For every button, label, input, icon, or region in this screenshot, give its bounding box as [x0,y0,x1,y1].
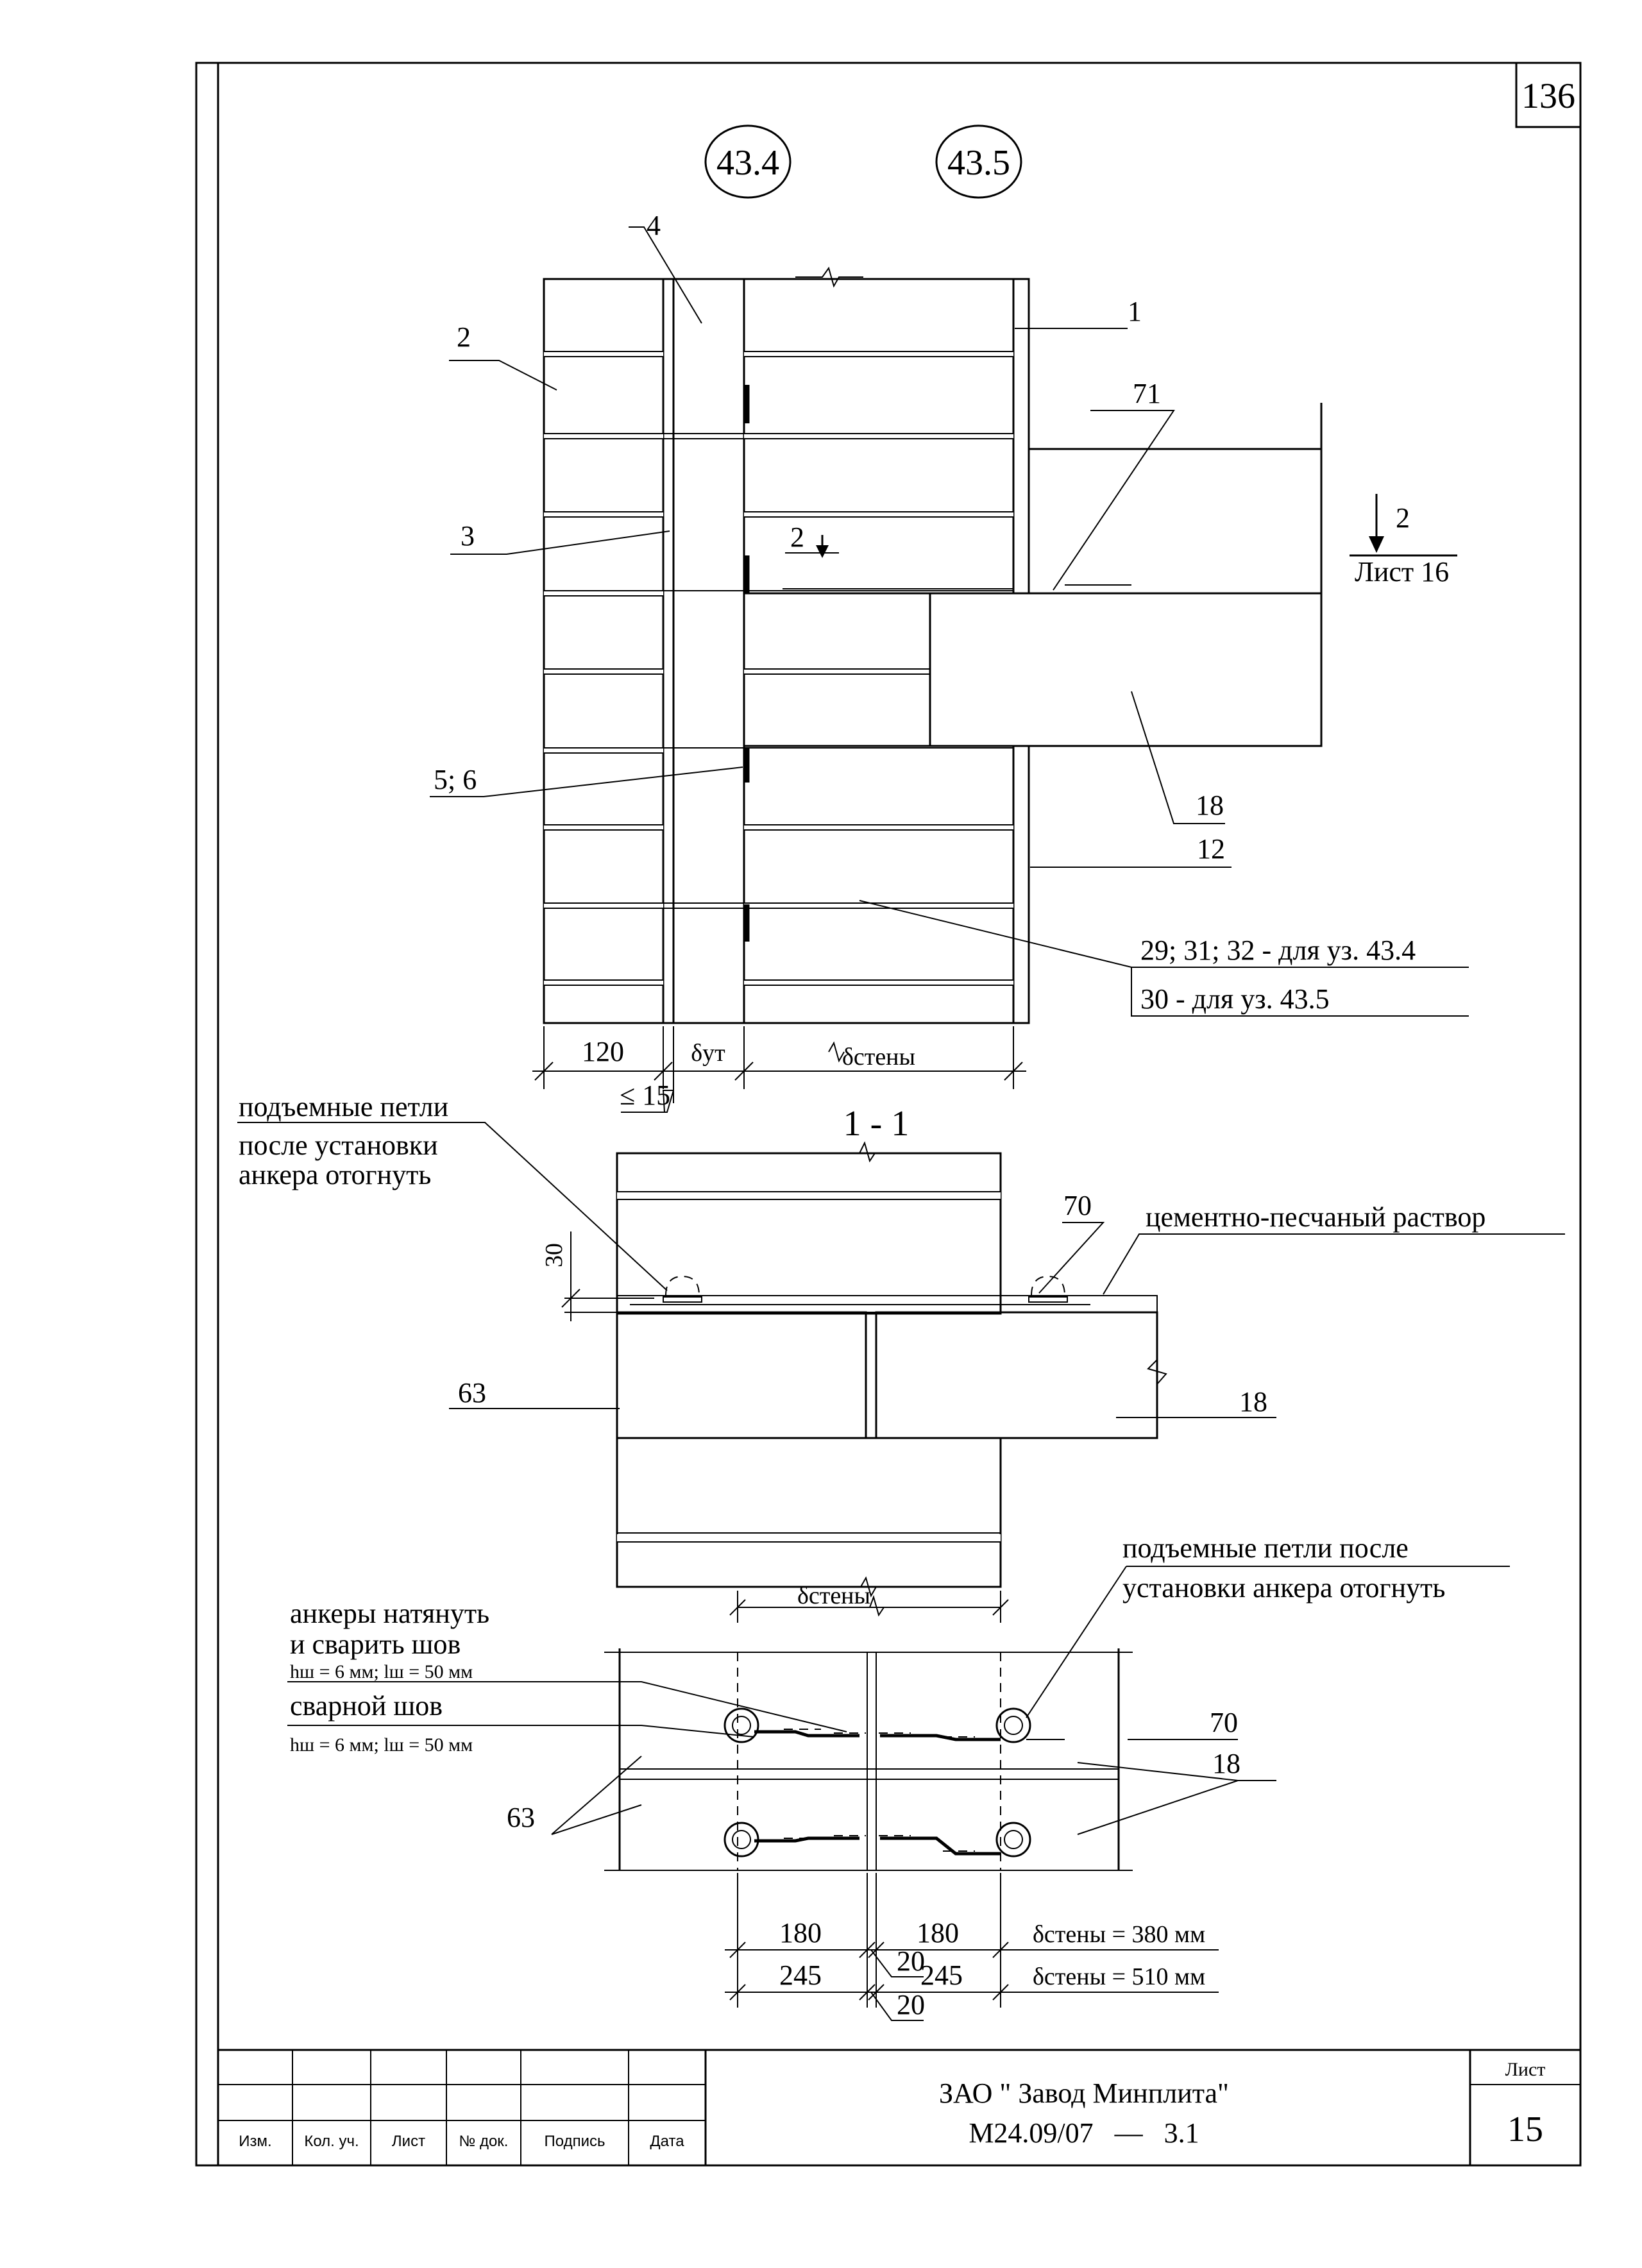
note-mortar: цементно-песчаный раствор [1146,1201,1485,1233]
title-block [218,2049,1580,2165]
plan-anchors-bottom [724,1822,1031,1858]
document-code: М24.09/07 — 3.1 [969,2117,1199,2149]
sheet-value: 15 [1507,2110,1543,2149]
plan-anchors-top [724,1707,1031,1743]
callout-71: 71 [1133,378,1161,409]
section-ref-arrow-right [1350,494,1457,557]
callout-30: 30 - для уз. 43.5 [1140,983,1330,1015]
node-marker-43-5-label: 43.5 [947,143,1010,183]
callout-5-6: 5; 6 [434,764,477,795]
callout-63-plan: 63 [507,1802,535,1833]
section-ref-arrow-inline [785,535,839,558]
dim-245-left: 245 [779,1959,822,1991]
dim-wall-510: δстены = 510 мм [1033,1963,1205,1990]
dim-20-lower: 20 [897,1989,925,2020]
dims-plan [725,1873,1219,2021]
sheet-number-box [1515,62,1582,128]
s11-break-top [859,1141,876,1163]
insulation-layer [672,278,745,1024]
callout-70-section: 70 [1063,1190,1092,1221]
callout-18-section: 18 [1239,1386,1267,1418]
section-1-1 [616,1141,1167,1598]
note-lift-loops-2: после установки [239,1130,438,1161]
note-anchors-1: анкеры натянуть [290,1598,489,1629]
title-col-doc: № док. [459,2133,509,2150]
section-ref-inline-number: 2 [790,521,804,553]
dim-wall-section: δстены [797,1582,870,1609]
dim-wall: δстены [842,1044,915,1071]
callout-18-upper: 18 [1196,790,1224,821]
s11-joint-white-2 [617,1534,1001,1542]
note-weld-params-1: hш = 6 мм; lш = 50 мм [290,1661,473,1682]
callout-12: 12 [1197,833,1225,865]
floor-slab [929,592,1323,747]
plan-joint-vertical [867,1652,877,1871]
plaster-layer-top [1012,278,1030,595]
title-col-izm: Изм. [239,2133,271,2150]
s11-break-bottom [860,1576,877,1598]
callout-63-section: 63 [458,1377,486,1409]
s11-loops [663,1275,1068,1303]
sheet-label: Лист [1505,2059,1546,2080]
callout-2: 2 [457,321,471,353]
dim-120: 120 [582,1036,624,1067]
note-plan-loops-1: подъемные петли после [1122,1532,1409,1564]
dims-upper [532,1026,1026,1113]
sheet-number: 136 [1521,76,1575,116]
note-lift-loops-3: анкера отогнуть [239,1159,431,1190]
brick-joints [544,351,1013,986]
callout-1: 1 [1128,296,1142,327]
node-marker-43-4-label: 43.4 [716,143,779,183]
title-col-kol: Кол. уч. [304,2133,359,2150]
dim-30: 30 [541,1243,568,1267]
dim-180-left: 180 [779,1917,822,1949]
outer-frame [195,62,1582,2167]
dim-le15: ≤ 15 [620,1079,670,1111]
s11-joint-white [617,1192,1001,1199]
company-name: ЗАО " Завод Минплита" [939,2078,1229,2109]
note-weld-params-2: hш = 6 мм; lш = 50 мм [290,1734,473,1756]
title-col-sign: Подпись [545,2133,605,2150]
callout-29-31-32: 29; 31; 32 - для уз. 43.4 [1140,935,1416,966]
outer-brick-layer [543,278,664,1024]
plan-view [604,1648,1133,1871]
s11-lintel-left [616,1311,867,1439]
plan-joint-horizontal [619,1768,1119,1780]
callout-70-plan: 70 [1210,1707,1238,1738]
dim-245-right: 245 [920,1959,963,1991]
dim-20-upper: 20 [897,1945,925,1977]
callout-18-plan: 18 [1212,1748,1240,1779]
dim-180-right: 180 [917,1917,959,1949]
section-title: 1 - 1 [843,1104,910,1144]
dim-insulation: δут [691,1040,725,1067]
dims-section-1-1 [729,1591,1009,1623]
s11-lintel-gap [865,1312,877,1439]
s11-slab-right [875,1311,1158,1439]
section-ref-number: 2 [1396,502,1410,534]
note-plan-loops-2: установки анкера отогнуть [1122,1572,1445,1604]
wall-section [543,266,1323,1024]
brick-joint-lines [544,351,1013,986]
node-marker-43-4: 43.4 [704,124,791,199]
s11-slab-break [1147,1359,1167,1385]
s11-brick-top [616,1152,1002,1315]
section-ref-sheet: Лист 16 [1355,556,1449,588]
callout-3: 3 [461,520,475,552]
s11-brick-bottom [616,1437,1002,1588]
title-col-list: Лист [392,2133,425,2150]
node-marker-43-5: 43.5 [935,124,1022,199]
plaster-layer-bottom [1012,745,1030,1024]
note-weld: сварной шов [290,1690,443,1722]
note-anchors-2: и сварить шов [290,1629,461,1660]
title-col-date: Дата [650,2133,684,2150]
leaders-upper [430,226,1469,1017]
note-lift-loops-1: подъемные петли [239,1091,448,1122]
air-gap [662,278,675,1024]
callout-4: 4 [647,210,661,241]
break-mark-top [795,266,863,288]
leaders-plan [287,1566,1510,1835]
leaders-section-1-1 [237,1122,1565,1418]
dim-wall-380: δстены = 380 мм [1033,1921,1205,1948]
